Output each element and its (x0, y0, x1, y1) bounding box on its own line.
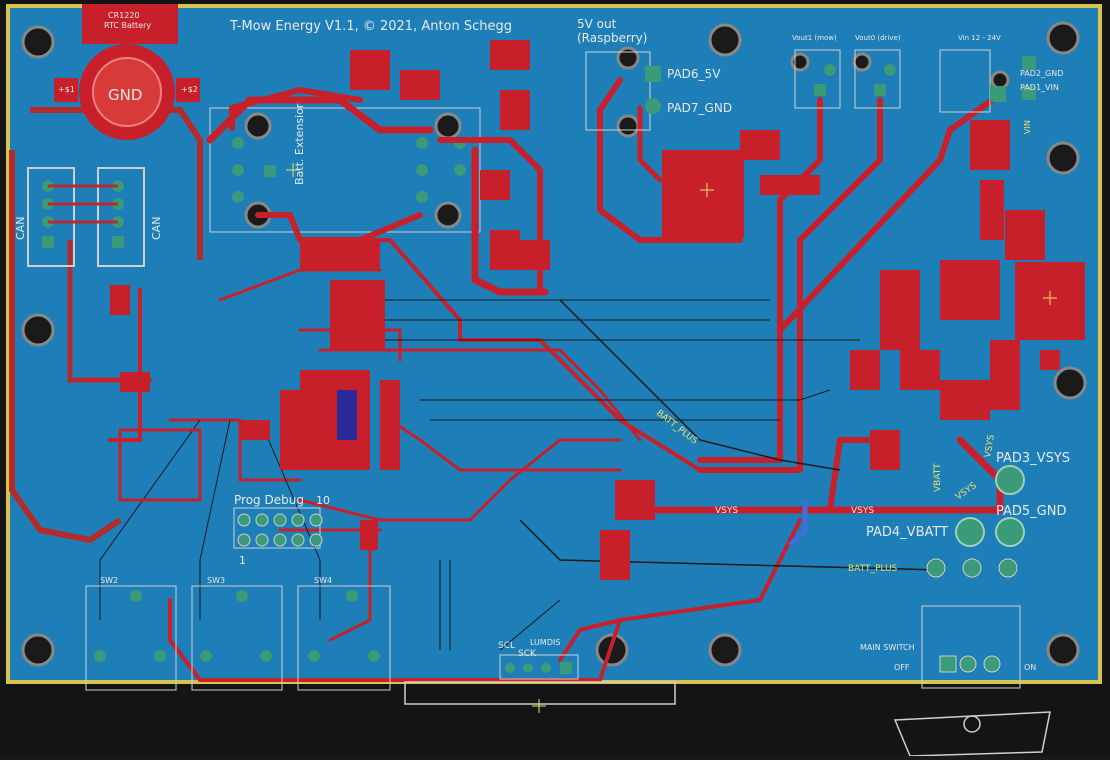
pad2-label: PAD2_GND (1020, 69, 1063, 78)
vsys-label-1: VSYS (715, 506, 738, 516)
power-pads: PAD3_VSYS PAD4_VBATT PAD5_GND VBATT VSYS (866, 434, 1070, 547)
output-connectors: Vout1 (mow) Vout0 (drive) Vin 12 - 24V P… (792, 34, 1063, 134)
sw2-label: SW2 (100, 576, 118, 585)
display-outline (404, 681, 676, 705)
out-5v-label-1: 5V out (577, 17, 617, 31)
vin-trace-label: VIN (1023, 120, 1032, 134)
vbatt-label: VBATT (933, 463, 943, 492)
out-5v-label-2: (Raspberry) (577, 31, 647, 45)
i2c-scl: SCL (498, 641, 515, 651)
sw3-label: SW3 (207, 576, 225, 585)
display-header: SCL SCK LUMDIS (498, 638, 579, 680)
prog-pin10: 10 (316, 494, 330, 507)
prog-pin1: 1 (239, 554, 246, 567)
tactile-switches: SW2 SW3 SW4 (85, 576, 391, 691)
battery-pad-left: +$1 (58, 85, 75, 94)
can-connectors: CAN CAN (14, 167, 163, 267)
vin-label: Vin 12 - 24V (958, 34, 1001, 42)
main-switch-label: MAIN SWITCH (860, 643, 915, 652)
pad7-label: PAD7_GND (667, 101, 732, 115)
i2c-label: LUMDIS (530, 638, 560, 647)
vout0-label: Vout0 (drive) (855, 34, 901, 42)
prog-debug-header: Prog Debug 1 10 (233, 493, 330, 567)
vsys-label-2: VSYS (851, 506, 874, 516)
switch-cap-outline (893, 711, 1051, 757)
batt-extension-label: Batt. Extension (293, 101, 306, 185)
rtc-battery: CR1220 RTC Battery GND +$1 +$2 (54, 4, 200, 140)
battery-pad-right: +$2 (181, 85, 198, 94)
sw4-label: SW4 (314, 576, 332, 585)
origin-markers (286, 163, 1057, 713)
i2c-sck: SCK (518, 649, 537, 659)
battery-label-2: RTC Battery (104, 21, 151, 30)
battery-gnd: GND (108, 86, 142, 104)
pad3-label: PAD3_VSYS (996, 451, 1070, 466)
mounting-holes (21, 21, 1087, 667)
vout1-label: Vout1 (mow) (792, 34, 837, 42)
main-switch: MAIN SWITCH OFF ON (860, 558, 1036, 689)
pad5-label: PAD5_GND (996, 504, 1067, 519)
signal-traces (99, 299, 860, 651)
vsys-label-4: VSYS (983, 434, 997, 459)
battery-label-1: CR1220 (108, 11, 140, 20)
prog-label: Prog Debug (234, 493, 304, 507)
pad6-label: PAD6_5V (667, 67, 721, 81)
can-right-label: CAN (150, 217, 163, 240)
pad1-label: PAD1_VIN (1020, 83, 1059, 92)
can-left-label: CAN (14, 217, 27, 240)
switch-off-label: OFF (894, 663, 910, 672)
pad4-label: PAD4_VBATT (866, 525, 948, 540)
switch-on-label: ON (1024, 663, 1036, 672)
batt-plus-label-2: BATT_PLUS (848, 564, 898, 574)
board-title: T-Mow Energy V1.1, © 2021, Anton Schegg (229, 19, 512, 34)
